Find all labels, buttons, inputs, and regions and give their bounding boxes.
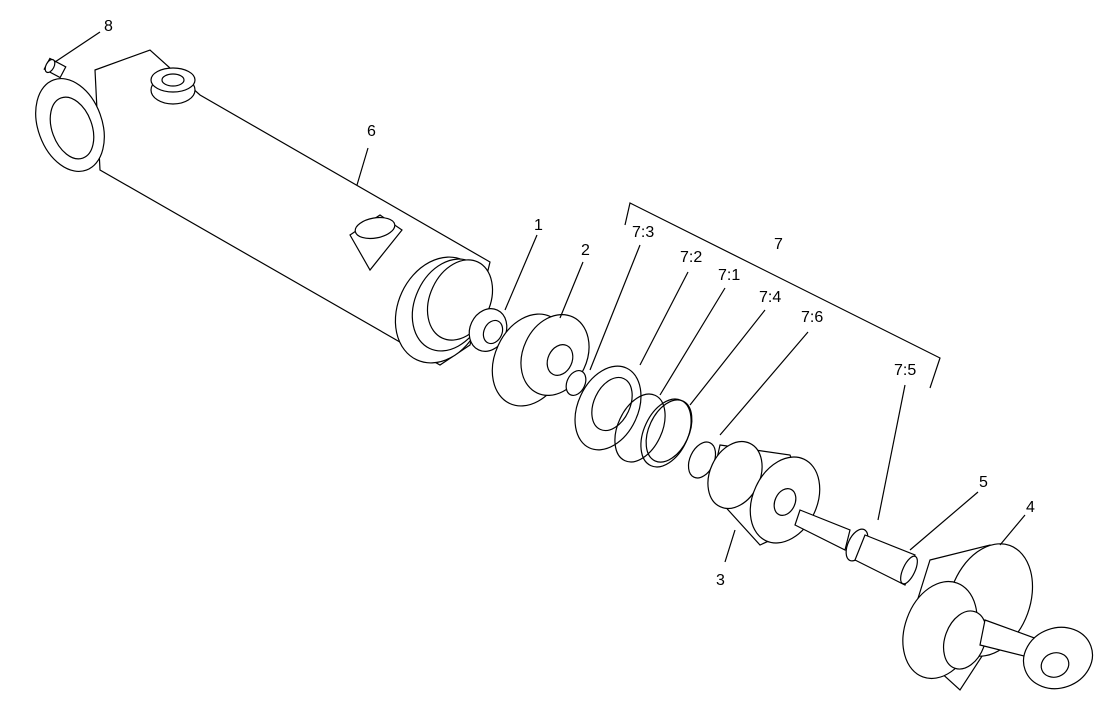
label-7-4: 7:4 [759,289,781,306]
label-7: 7 [774,236,783,253]
label-7-2: 7:2 [680,249,702,266]
part-2-guide [491,313,590,407]
part-4-cylinder-head [902,543,1094,691]
part-7-seal-kit [574,365,717,479]
label-6: 6 [367,123,376,140]
label-8: 8 [104,18,113,35]
part-5-piston-rod [854,534,918,586]
leader-lines [54,31,1026,563]
label-7-6: 7:6 [801,309,823,326]
label-7-1: 7:1 [718,267,740,284]
label-5: 5 [979,474,988,491]
label-7-3: 7:3 [632,224,654,241]
label-3: 3 [716,572,725,589]
part-8-grease-nipple [43,57,67,79]
label-2: 2 [581,242,590,259]
bracket-7 [624,202,941,389]
part-1-nut [468,308,508,352]
part-3-piston [707,440,821,546]
label-1: 1 [534,217,543,234]
label-7-5: 7:5 [894,362,916,379]
label-4: 4 [1026,499,1035,516]
part-6-cylinder-tube [35,49,494,366]
